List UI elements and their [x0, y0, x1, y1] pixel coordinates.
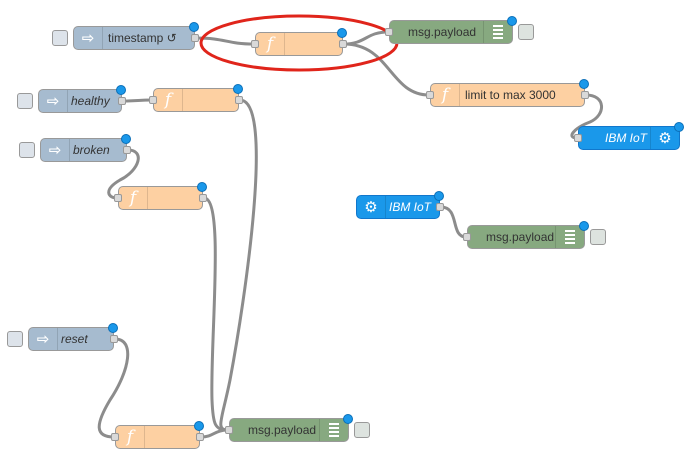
status-dot — [189, 22, 199, 32]
output-port[interactable] — [235, 96, 243, 104]
node-inject-broken[interactable]: ⇨ broken — [19, 134, 131, 162]
wire-limit-to-ibm-out[interactable] — [570, 93, 603, 140]
status-dot — [197, 182, 207, 192]
wire-healthy-function-to-debug-bottom[interactable] — [219, 98, 258, 432]
node-function-reset[interactable]: f — [111, 421, 204, 449]
node-label: broken — [73, 143, 110, 157]
inject-button[interactable] — [7, 331, 23, 347]
input-port[interactable] — [251, 40, 259, 48]
wire-broken-function-to-debug-bottom[interactable] — [203, 196, 229, 432]
list-icon — [555, 226, 584, 248]
node-label: IBM IoT — [389, 200, 432, 214]
output-port[interactable] — [436, 203, 444, 211]
node-ibm-iot-in[interactable]: ⚙ IBM IoT — [356, 191, 444, 219]
node-label: msg.payload — [408, 25, 477, 39]
output-port[interactable] — [118, 97, 126, 105]
arrow-right-icon: ⇨ — [41, 139, 70, 161]
output-port[interactable] — [581, 91, 589, 99]
status-dot — [337, 28, 347, 38]
input-port[interactable] — [149, 96, 157, 104]
function-icon: f — [154, 89, 183, 111]
node-label: limit to max 3000 — [465, 88, 556, 102]
wire-timestamp-to-function[interactable] — [195, 36, 255, 46]
wire-reset-function-to-debug-bottom[interactable] — [200, 428, 229, 439]
status-dot — [194, 421, 204, 431]
status-dot — [579, 79, 589, 89]
node-function-limit[interactable]: f limit to max 3000 — [426, 79, 589, 107]
node-function-broken[interactable]: f — [114, 182, 207, 210]
input-port[interactable] — [385, 28, 393, 36]
output-port[interactable] — [196, 433, 204, 441]
input-port[interactable] — [114, 194, 122, 202]
node-function-healthy[interactable]: f — [149, 84, 243, 112]
status-dot — [579, 221, 589, 231]
node-label: msg.payload — [248, 423, 317, 437]
wire-broken-to-function[interactable] — [107, 148, 140, 200]
status-dot — [116, 85, 126, 95]
node-label: reset — [61, 332, 88, 346]
status-dot — [108, 323, 118, 333]
output-port[interactable] — [339, 40, 347, 48]
input-port[interactable] — [574, 134, 582, 142]
status-dot — [121, 134, 131, 144]
debug-toggle-button[interactable] — [518, 24, 534, 40]
wire-function-to-debug-top[interactable] — [343, 30, 389, 46]
node-inject-healthy[interactable]: ⇨ healthy — [17, 85, 126, 113]
wire-reset-to-function[interactable] — [97, 337, 130, 439]
function-icon: f — [116, 426, 145, 448]
node-label: healthy — [71, 94, 110, 108]
output-port[interactable] — [191, 34, 199, 42]
arrow-right-icon: ⇨ — [74, 27, 103, 49]
node-label: msg.payload — [486, 230, 555, 244]
node-debug-top[interactable]: msg.payload — [385, 16, 534, 44]
arrow-right-icon: ⇨ — [39, 90, 68, 112]
node-label: IBM IoT — [605, 131, 648, 145]
debug-toggle-button[interactable] — [590, 229, 606, 245]
inject-button[interactable] — [17, 93, 33, 109]
input-port[interactable] — [225, 426, 233, 434]
input-port[interactable] — [426, 91, 434, 99]
status-dot — [343, 414, 353, 424]
debug-toggle-button[interactable] — [354, 422, 370, 438]
node-label: timestamp ↺ — [108, 31, 177, 45]
function-icon: f — [119, 187, 148, 209]
wire-healthy-to-function[interactable] — [122, 98, 153, 103]
output-port[interactable] — [199, 194, 207, 202]
arrow-right-icon: ⇨ — [29, 328, 58, 350]
input-port[interactable] — [111, 433, 119, 441]
list-icon — [319, 419, 348, 441]
node-inject-timestamp[interactable]: ⇨ timestamp ↺ — [52, 22, 199, 50]
node-inject-reset[interactable]: ⇨ reset — [7, 323, 118, 351]
inject-button[interactable] — [19, 142, 35, 158]
output-port[interactable] — [110, 335, 118, 343]
function-icon: f — [431, 84, 460, 106]
gear-icon: ⚙ — [357, 196, 386, 218]
status-dot — [507, 16, 517, 26]
status-dot — [233, 84, 243, 94]
node-debug-mid[interactable]: msg.payload — [463, 221, 606, 249]
wire-ibm-in-to-debug-mid[interactable] — [440, 205, 467, 239]
input-port[interactable] — [463, 233, 471, 241]
function-icon: f — [256, 33, 285, 55]
wire-function-to-limit[interactable] — [343, 42, 430, 97]
node-function-highlighted[interactable]: f — [251, 28, 347, 56]
gear-icon: ⚙ — [650, 127, 679, 149]
node-debug-bottom[interactable]: msg.payload — [225, 414, 370, 442]
status-dot — [434, 191, 444, 201]
output-port[interactable] — [123, 146, 131, 154]
node-ibm-iot-out[interactable]: IBM IoT ⚙ — [574, 122, 684, 150]
status-dot — [674, 122, 684, 132]
list-icon — [483, 21, 512, 43]
inject-button[interactable] — [52, 30, 68, 46]
